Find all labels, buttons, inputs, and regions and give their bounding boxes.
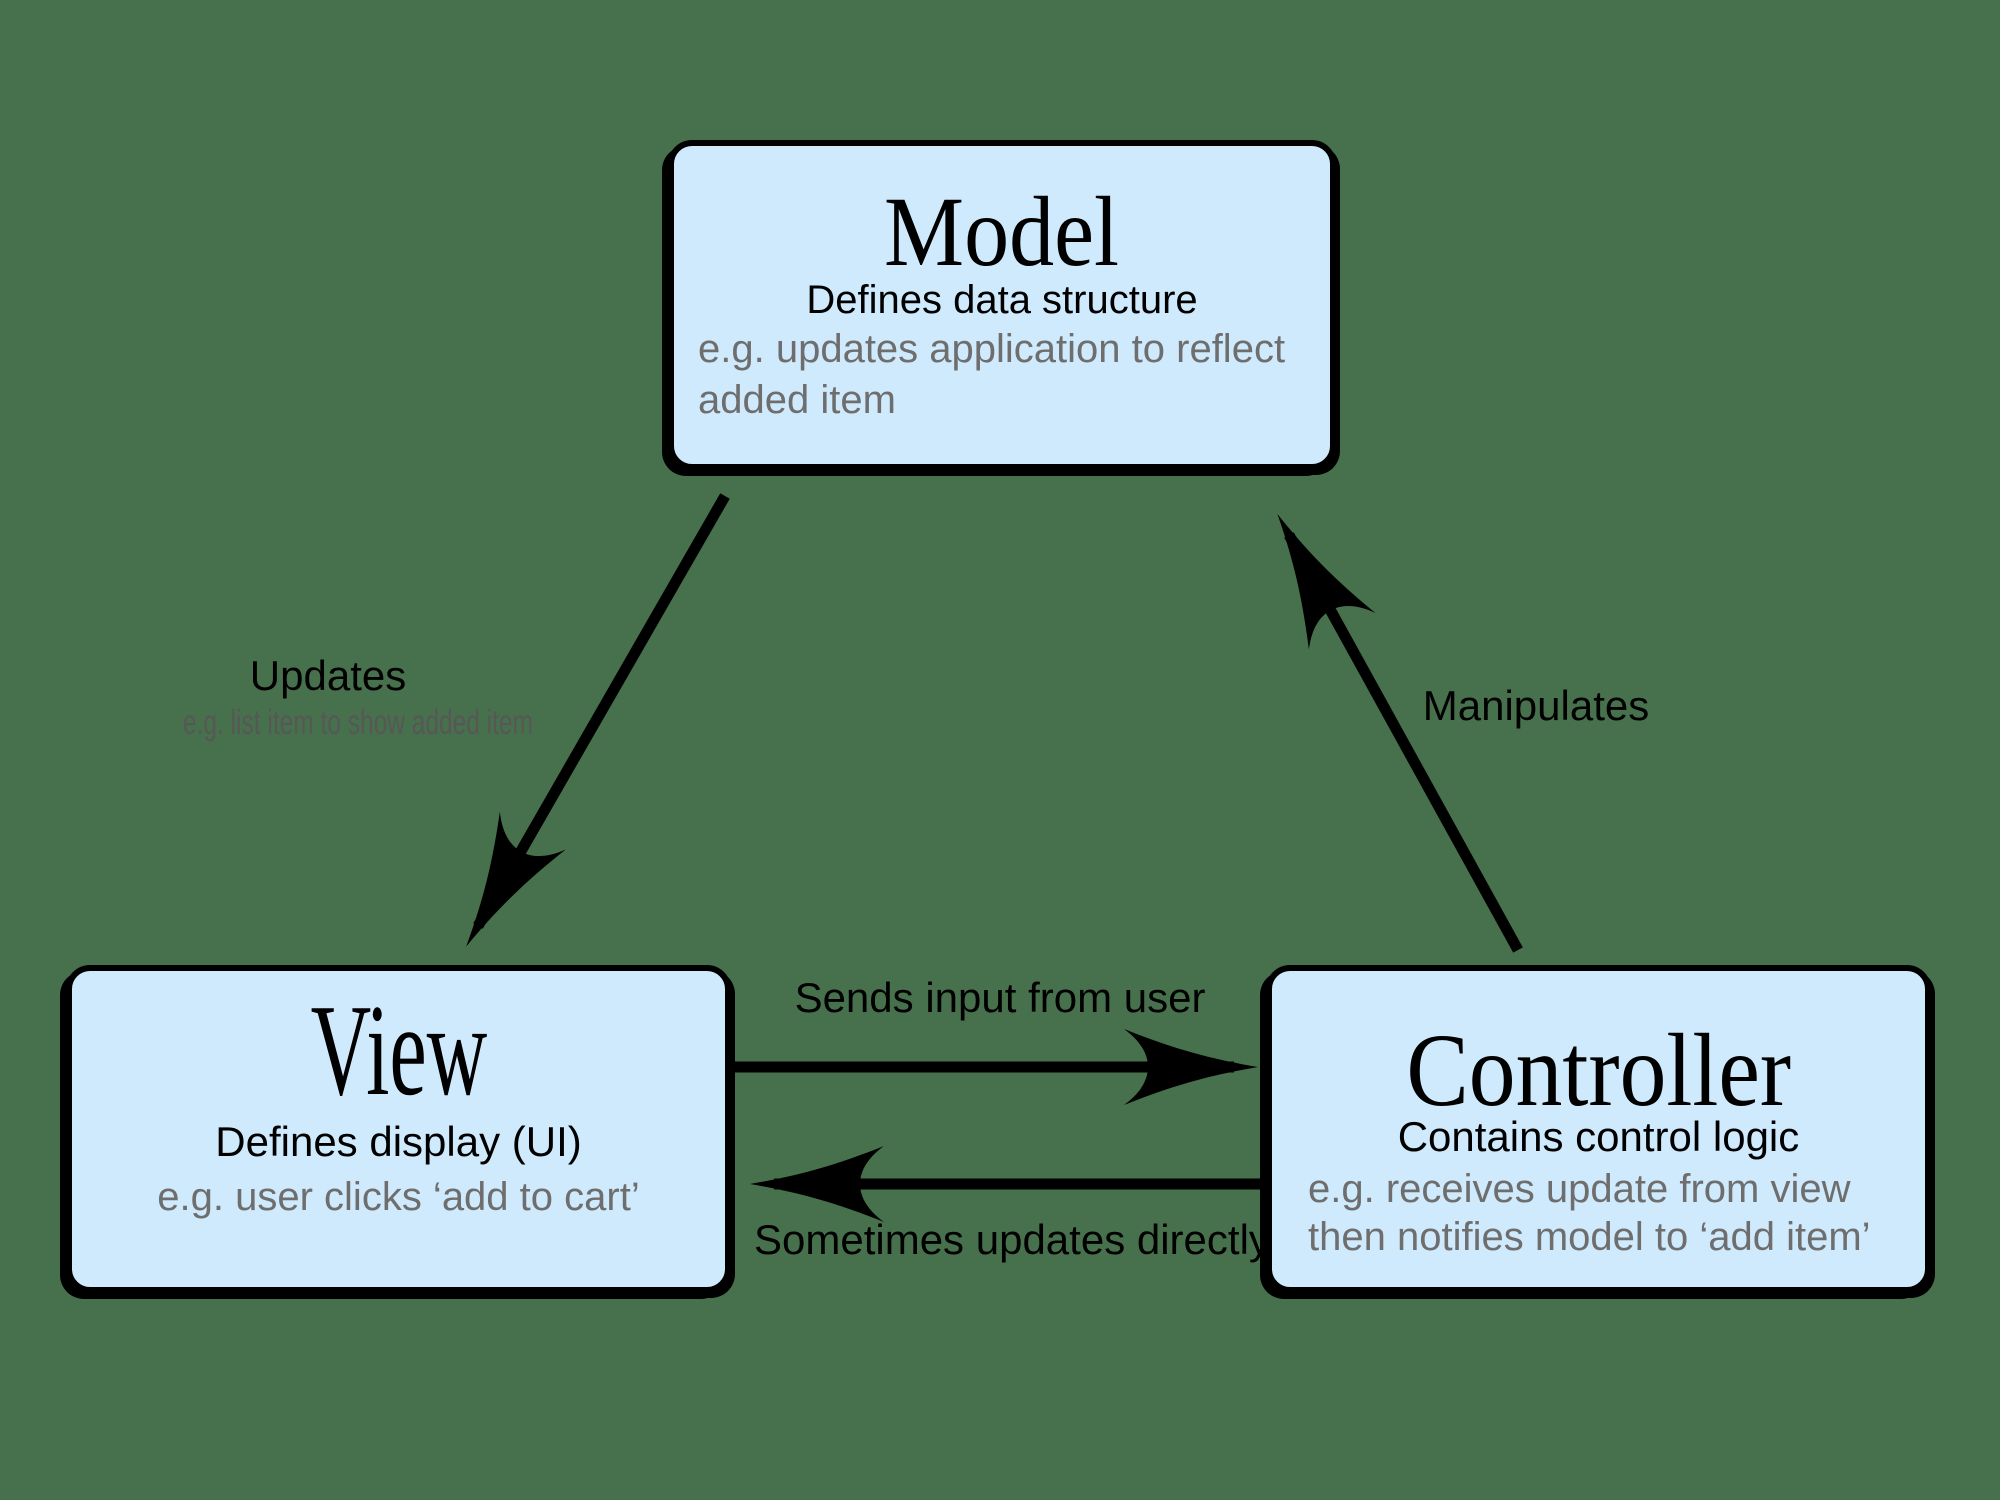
controller-title-text: Controller — [1406, 1013, 1791, 1128]
sometimes-updates-label: Sometimes updates directly — [754, 1216, 1270, 1263]
model-box: Model Defines data structure e.g. update… — [668, 140, 1336, 470]
controller-example-line2: then notifies model to ‘add item’ — [1308, 1215, 1871, 1259]
controller-example-line1: e.g. receives update from view — [1308, 1167, 1851, 1211]
manipulates-label: Manipulates — [1422, 682, 1650, 729]
view-example-line1: e.g. user clicks ‘add to cart’ — [157, 1175, 640, 1219]
model-subtitle: Defines data structure — [806, 278, 1198, 322]
view-subtitle: Defines display (UI) — [215, 1118, 582, 1165]
updates-label: Updates — [249, 652, 407, 699]
arrow-model-to-view — [466, 493, 730, 947]
model-example: e.g. updates application to reflect adde… — [698, 324, 1314, 426]
controller-title: Controller — [1272, 1019, 1925, 1123]
controller-box: Controller Contains control logic e.g. r… — [1266, 965, 1931, 1293]
model-example-line2: added item — [698, 378, 896, 422]
view-title-text: View — [310, 978, 487, 1123]
controller-subtitle: Contains control logic — [1397, 1113, 1800, 1160]
arrow-controller-to-model — [1277, 513, 1523, 953]
model-title-text: Model — [884, 176, 1120, 287]
updates-sublabel-text: e.g. list item to show added item — [183, 703, 533, 742]
sends-input-label: Sends input from user — [794, 974, 1206, 1021]
view-title: View — [72, 985, 725, 1116]
view-box: View Defines display (UI) e.g. user clic… — [66, 965, 731, 1293]
view-example: e.g. user clicks ‘add to cart’ — [82, 1172, 715, 1223]
updates-sublabel: e.g. list item to show added item — [108, 705, 608, 740]
model-title: Model — [674, 182, 1330, 282]
controller-example: e.g. receives update from view then noti… — [1308, 1165, 1917, 1261]
model-example-line1: e.g. updates application to reflect — [698, 327, 1286, 371]
